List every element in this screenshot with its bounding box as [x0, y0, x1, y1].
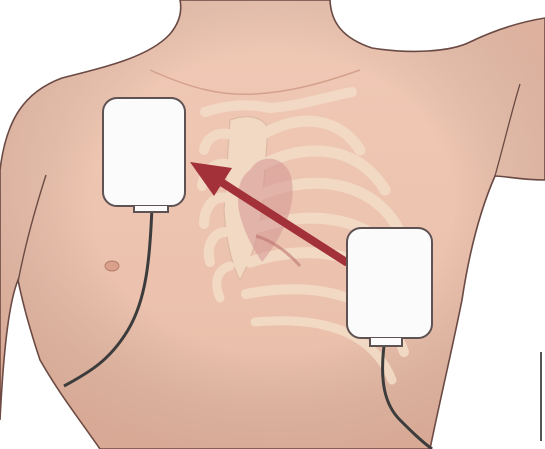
pad-lower-body	[347, 228, 432, 338]
nipple	[105, 261, 119, 271]
pad-upper-connector	[134, 206, 168, 212]
pad-lower-connector	[370, 338, 402, 346]
pad-upper-body	[103, 98, 185, 206]
